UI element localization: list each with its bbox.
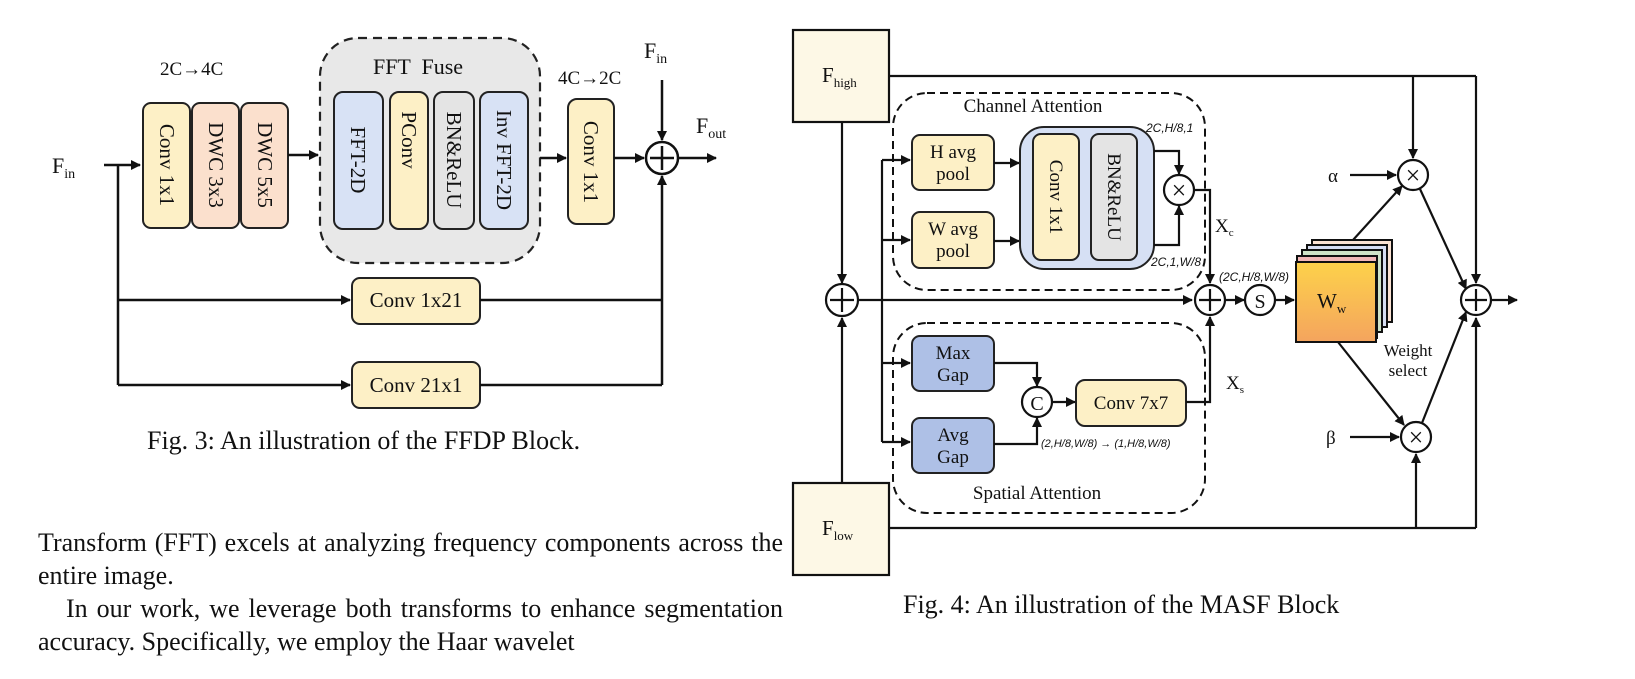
weights-label: Ww (1317, 289, 1347, 316)
weights-to-alpha (1352, 185, 1403, 241)
alpha-multiply-node (1396, 158, 1430, 192)
ca-conv1x1-label: Conv 1x1 (1045, 160, 1066, 234)
avg-to-concat (994, 417, 1042, 446)
avg-gap-label: Avg (937, 425, 969, 446)
paragraph-2: In our work, we leverage both transforms… (38, 594, 783, 656)
fout-label: Fout (696, 113, 726, 142)
fin-label: Fin (52, 153, 75, 182)
dim-w-label: 2C,1,W/8 (1150, 255, 1201, 269)
concat-icon: C (1030, 393, 1043, 415)
beta-to-sum (1420, 311, 1468, 424)
fig4-caption: Fig. 4: An illustration of the MASF Bloc… (903, 590, 1340, 619)
max-gap-label: Max (936, 343, 971, 364)
conv21x1-label: Conv 21x1 (370, 373, 463, 397)
softmax-icon: S (1254, 291, 1265, 313)
f-high-label: Fhigh (822, 63, 857, 90)
conv1x21-label: Conv 1x21 (370, 288, 463, 312)
body-text: Transform (FFT) excels at analyzing freq… (38, 526, 783, 658)
avg-gap-label-2: Gap (937, 447, 969, 468)
dim-sum-label: (2C,H/8,W/8) (1219, 270, 1289, 284)
weights-to-beta (1337, 341, 1405, 426)
alpha-label: α (1328, 166, 1338, 187)
weight-matrix-block (1295, 261, 1377, 343)
fft2d-block (333, 91, 384, 230)
multiply-icon: × (1409, 423, 1424, 452)
paragraph-1: Transform (FFT) excels at analyzing freq… (38, 528, 783, 590)
bnrelu-block (433, 91, 475, 230)
f-low-box (791, 481, 891, 577)
pconv-label: PConv (397, 111, 421, 169)
h-avg-pool-label: H avg (930, 142, 976, 163)
conv1x1-block (142, 102, 191, 229)
alpha-to-sum (1419, 188, 1467, 290)
xc-label: Xc (1215, 216, 1234, 239)
xc-path (1194, 188, 1215, 284)
f-low-label: Flow (822, 516, 854, 543)
spatial-attention-title: Spatial Attention (973, 483, 1102, 504)
fig4-masf-diagram: Fhigh Flow Channel Attention H avg pool … (791, 28, 1518, 577)
channel-attention-title: Channel Attention (964, 96, 1103, 117)
channel-attention-group (892, 92, 1206, 291)
dim-h-label: 2C,H/8,1 (1145, 121, 1193, 135)
conv7x7-label: Conv 7x7 (1094, 393, 1168, 414)
w-avg-pool-label-2: pool (936, 241, 970, 262)
fig3-caption: Fig. 3: An illustration of the FFDP Bloc… (147, 426, 581, 455)
conv1x1b-block (567, 98, 615, 225)
invfft-block (479, 91, 529, 230)
xs-label: Xs (1226, 373, 1244, 396)
reduce-label: 4C→2C (558, 68, 621, 89)
fin-top-label: Fin (644, 38, 667, 67)
weight-select-label: Weight (1384, 341, 1433, 360)
xs-path (1186, 316, 1215, 404)
max-gap-label-2: Gap (937, 365, 969, 386)
h-to-mult (1154, 149, 1184, 175)
conv1x1-label: Conv 1x1 (155, 124, 179, 206)
bnrelu-label: BN&ReLU (442, 112, 466, 209)
ca-bnrelu-block (1090, 133, 1138, 261)
w-to-mult (1154, 205, 1184, 247)
dwc5x5-label: DWC 5x5 (253, 122, 277, 208)
fft2d-label: FFT-2D (346, 127, 370, 194)
avg-gap-block (911, 417, 995, 474)
multiply-icon: × (1406, 161, 1421, 190)
fig3-ffdp-diagram: Fin 2C→4C Conv 1x1 DWC 3x3 DWC 5x5 FFT F… (52, 36, 726, 409)
pconv-block (389, 91, 429, 230)
dim-spatial-label: (2,H/8,W/8) → (1,H/8,W/8) (1041, 438, 1171, 450)
fft-fuse-title: FFT Fuse (373, 54, 463, 79)
conv1x1b-label: Conv 1x1 (579, 121, 603, 203)
expand-label: 2C→4C (160, 59, 223, 80)
dwc3x3-label: DWC 3x3 (204, 122, 228, 208)
beta-multiply-node (1399, 420, 1433, 454)
spatial-attention-group (892, 322, 1206, 514)
w-avg-pool-label: W avg (928, 219, 978, 240)
beta-label: β (1326, 428, 1336, 449)
ca-conv1x1-block (1032, 133, 1080, 261)
max-to-concat (994, 361, 1042, 387)
ca-bnrelu-label: BN&ReLU (1103, 153, 1124, 241)
invfft-label: Inv FFT-2D (492, 110, 516, 210)
h-avg-pool-label-2: pool (936, 164, 970, 185)
weight-select-label-2: select (1389, 361, 1428, 380)
dwc3x3-block (191, 102, 240, 229)
multiply-icon: × (1172, 176, 1187, 205)
dwc5x5-block (240, 102, 289, 229)
